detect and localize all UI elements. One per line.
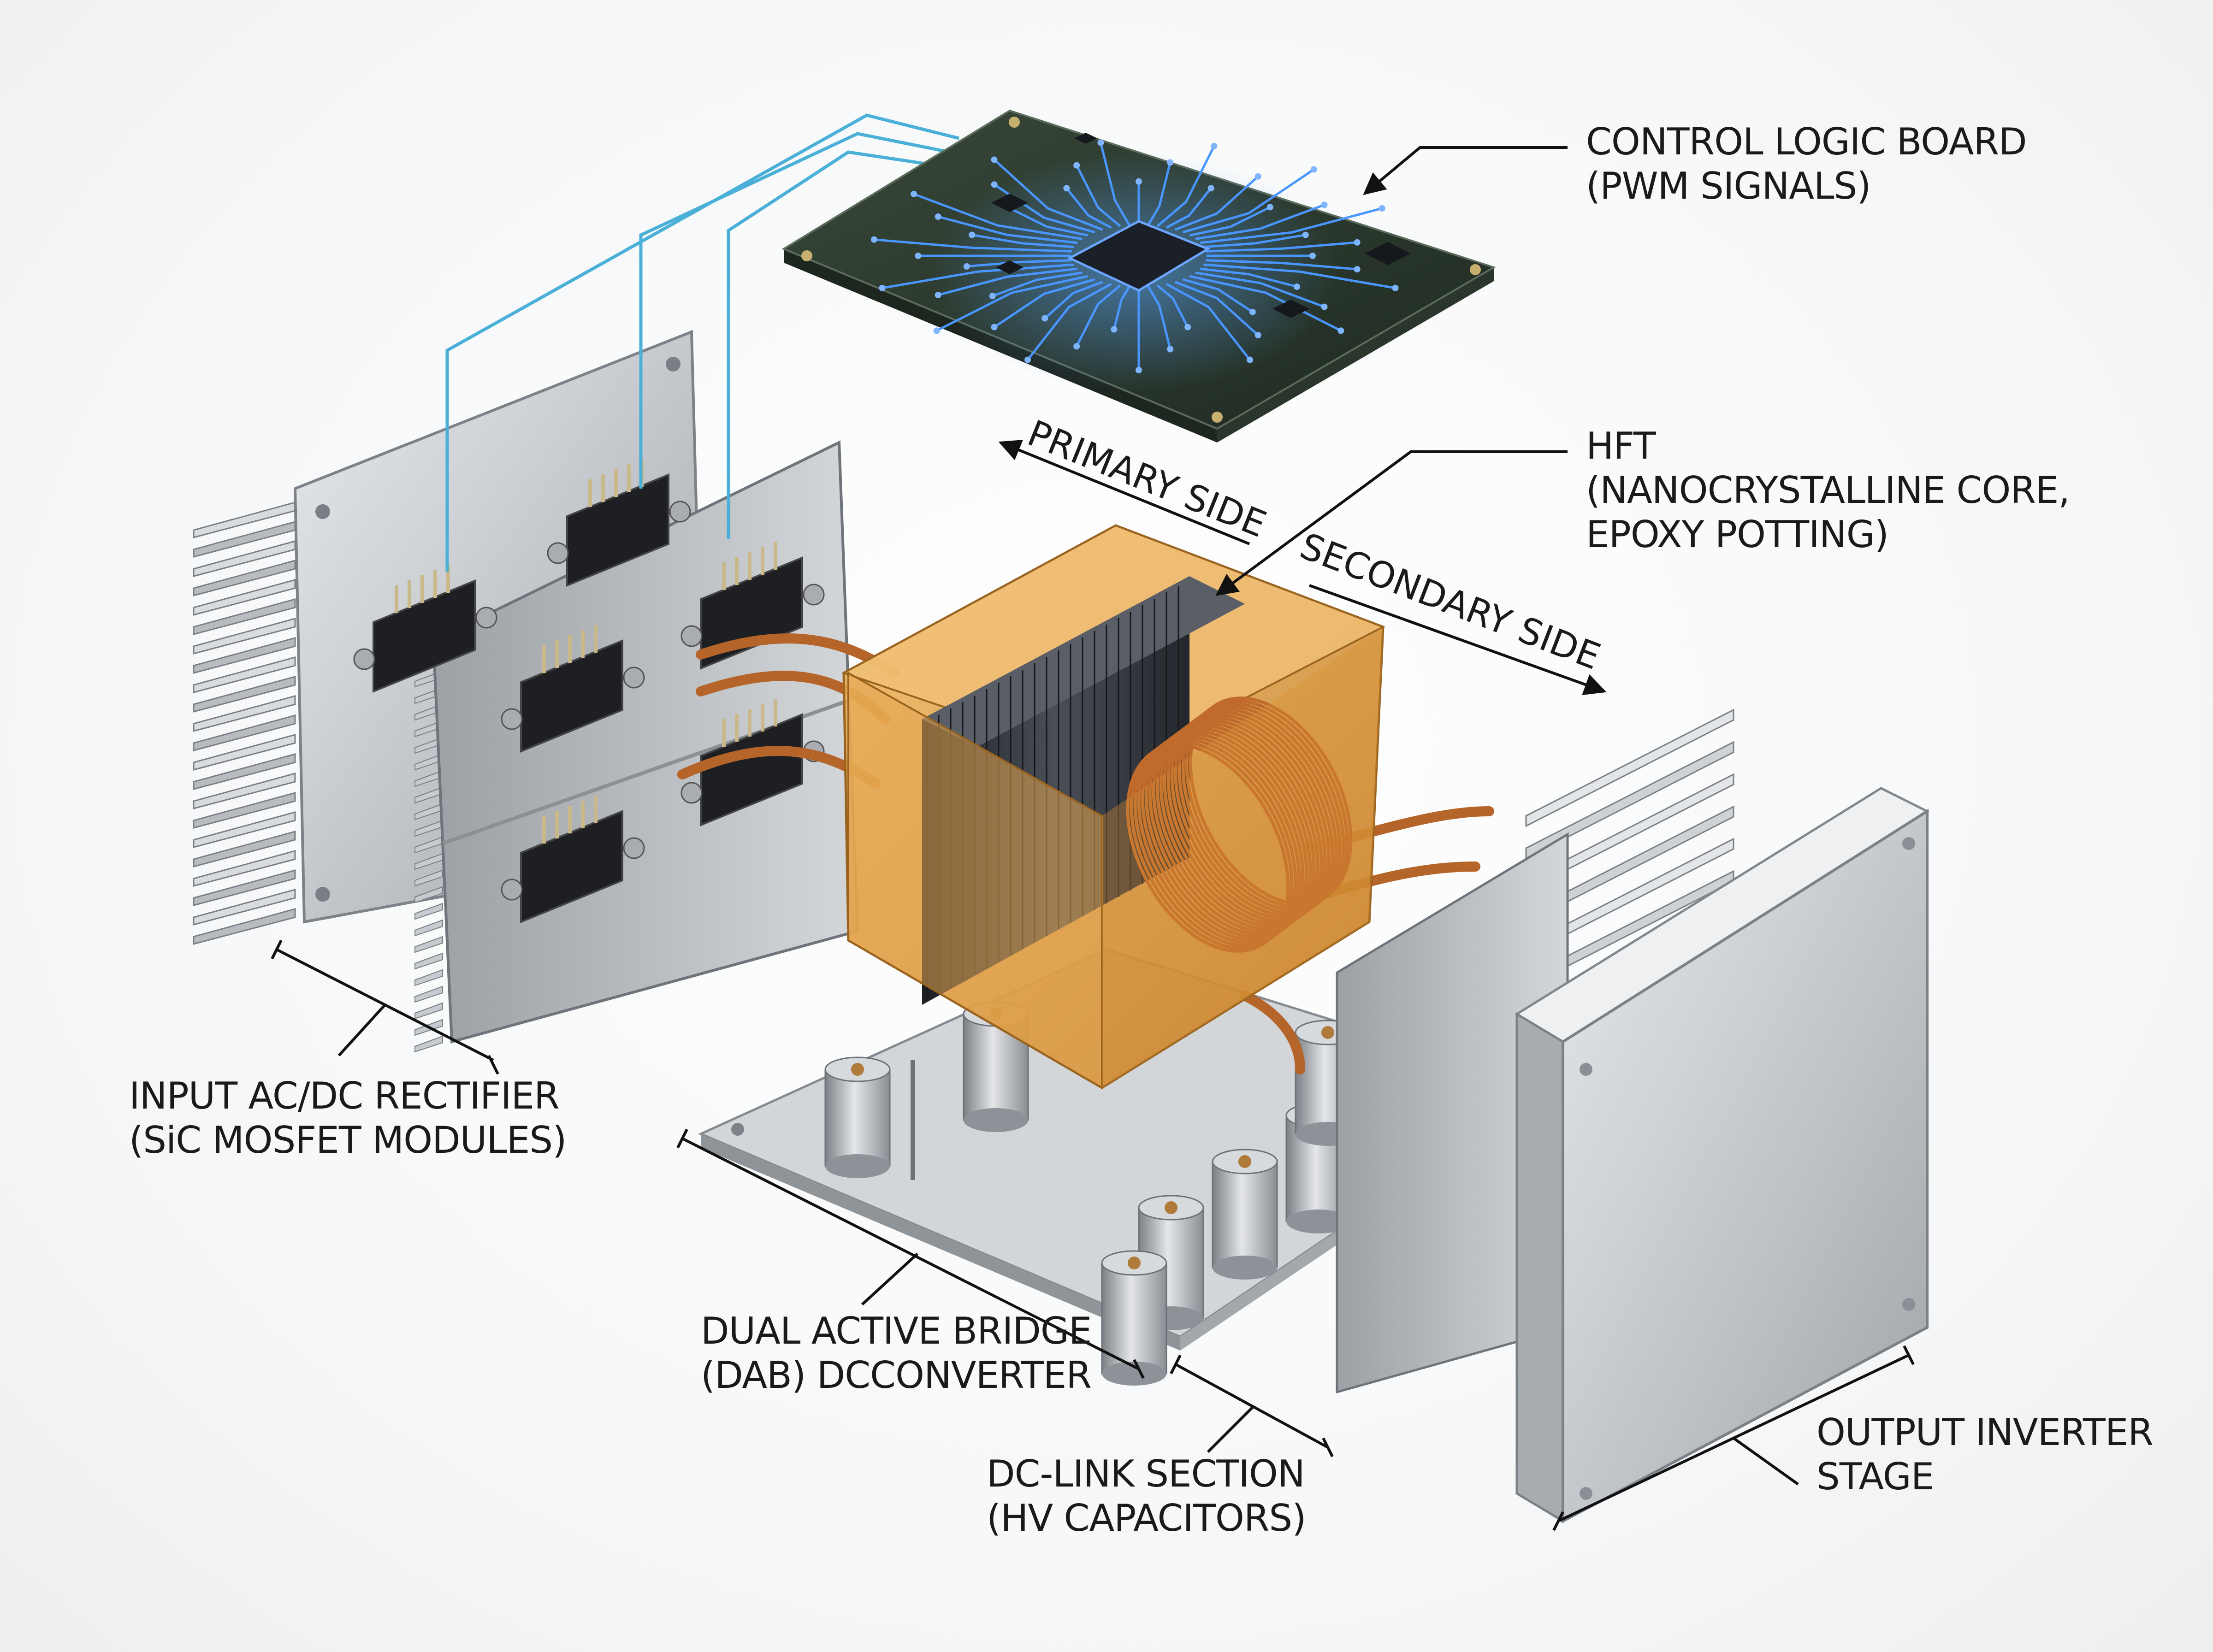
rectifier-heatsink-fins xyxy=(193,502,296,945)
mosfet-module xyxy=(566,473,669,587)
pwm-signal-wires xyxy=(445,113,959,572)
primary-side-arrow xyxy=(998,440,1250,545)
rectifier-front-fins xyxy=(414,654,443,1053)
mosfet-module xyxy=(700,556,803,670)
dab-label: DUAL ACTIVE BRIDGE (DAB) DCCONVERTER xyxy=(701,1310,1092,1397)
mosfet-module xyxy=(373,579,476,693)
control-board-label: CONTROL LOGIC BOARD (PWM SIGNALS) xyxy=(1586,120,2027,207)
control-logic-board xyxy=(781,109,1496,442)
hv-capacitor xyxy=(824,1056,891,1178)
main-processor-chip xyxy=(1067,220,1211,292)
hft-label: HFT (NANOCRYSTALLINE CORE, EPOXY POTTING… xyxy=(1586,425,2070,556)
dclink-label: DC-LINK SECTION (HV CAPACITORS) xyxy=(987,1452,1306,1540)
annotation-leaders xyxy=(271,146,1915,1531)
copper-winding xyxy=(1126,696,1353,953)
pcb-traces xyxy=(870,139,1399,373)
mosfet-module xyxy=(520,810,623,923)
hft-transformer xyxy=(841,524,1385,1090)
inverter-label: OUTPUT INVERTER STAGE xyxy=(1817,1411,2154,1498)
dclink-bracket xyxy=(1170,1354,1334,1457)
hft-leader-arrow xyxy=(1215,450,1568,596)
dab-bracket xyxy=(676,1128,1145,1379)
mosfet-module xyxy=(700,713,803,826)
rectifier-label: INPUT AC/DC RECTIFIER (SiC MOSFET MODULE… xyxy=(129,1074,567,1162)
secondary-side-arrow xyxy=(1308,584,1607,695)
output-inverter-stage xyxy=(1515,787,1930,1523)
mosfet-module xyxy=(520,639,623,753)
control-leader-arrow xyxy=(1363,146,1568,195)
hv-capacitor xyxy=(1212,1149,1278,1280)
